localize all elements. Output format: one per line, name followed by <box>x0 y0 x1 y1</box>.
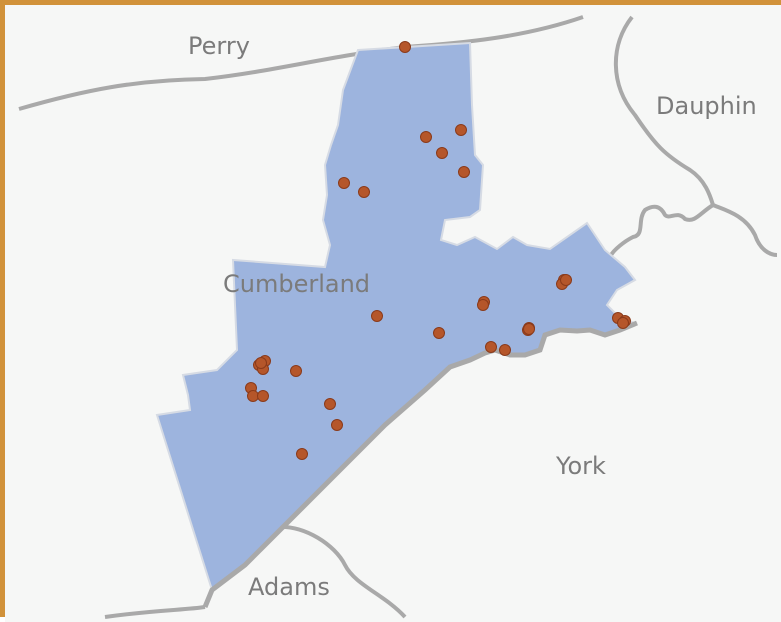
dauphin-label: Dauphin <box>656 92 757 120</box>
location-point[interactable] <box>290 365 302 377</box>
location-point[interactable] <box>617 317 629 329</box>
location-point[interactable] <box>358 186 370 198</box>
location-point[interactable] <box>296 448 308 460</box>
location-point[interactable] <box>436 147 448 159</box>
york-label: York <box>555 452 606 480</box>
location-point[interactable] <box>433 327 445 339</box>
location-points <box>245 41 631 460</box>
location-point[interactable] <box>399 41 411 53</box>
location-point[interactable] <box>255 357 267 369</box>
location-point[interactable] <box>338 177 350 189</box>
county-map[interactable]: Perry Dauphin Cumberland York Adams <box>5 5 781 622</box>
perry-label: Perry <box>188 32 250 60</box>
location-point[interactable] <box>499 344 511 356</box>
perry-boundary <box>18 15 584 111</box>
location-point[interactable] <box>257 390 269 402</box>
adams-west-boundary <box>104 605 206 619</box>
location-point[interactable] <box>485 341 497 353</box>
dauphin-boundary <box>613 15 778 257</box>
location-point[interactable] <box>371 310 383 322</box>
location-point[interactable] <box>455 124 467 136</box>
location-point[interactable] <box>560 274 572 286</box>
adams-label: Adams <box>248 573 330 601</box>
adams-boundary <box>276 524 407 619</box>
location-point[interactable] <box>331 419 343 431</box>
location-point[interactable] <box>477 299 489 311</box>
location-point[interactable] <box>458 166 470 178</box>
location-point[interactable] <box>247 390 259 402</box>
location-point[interactable] <box>324 398 336 410</box>
location-point[interactable] <box>523 323 535 335</box>
river-boundary <box>608 203 715 258</box>
location-point[interactable] <box>420 131 432 143</box>
cumberland-label: Cumberland <box>223 270 370 298</box>
